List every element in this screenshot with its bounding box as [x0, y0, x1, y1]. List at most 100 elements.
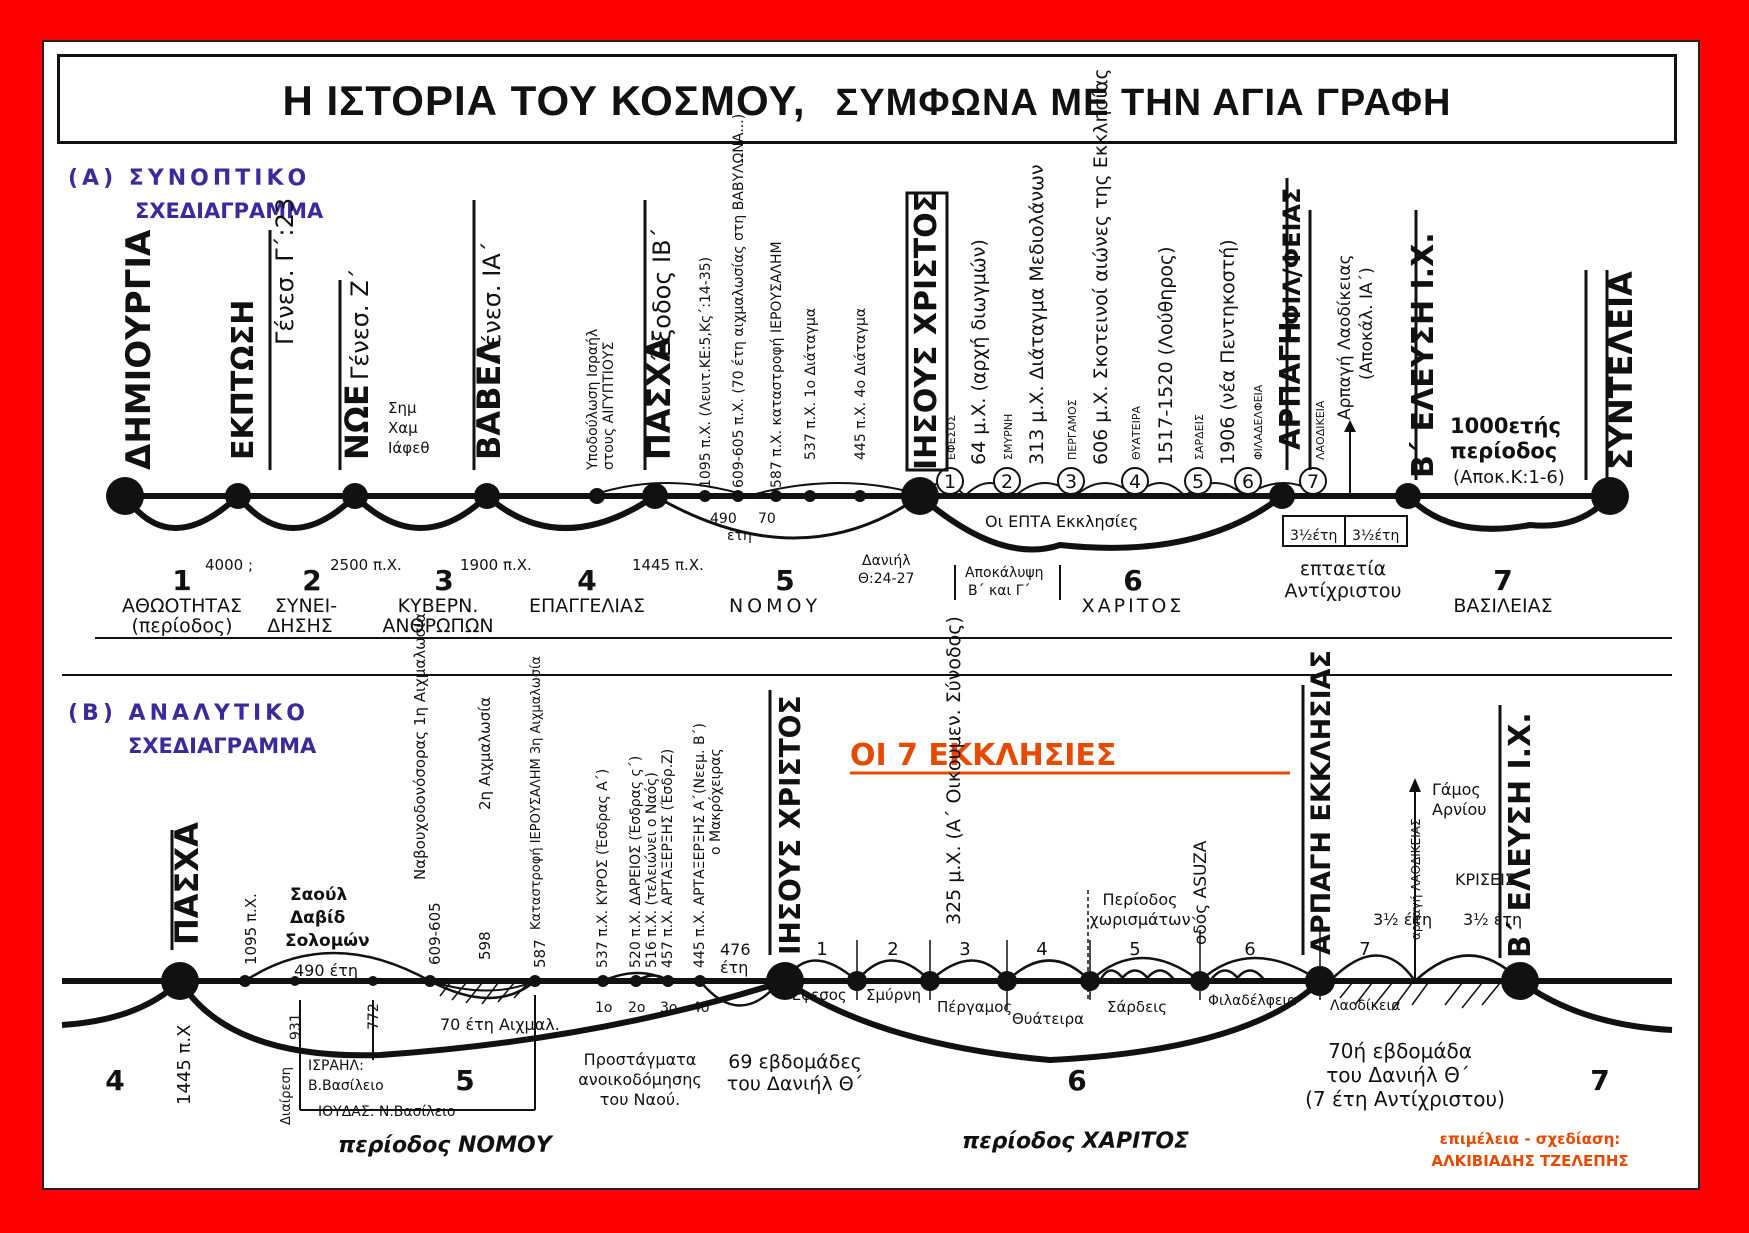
svg-text:5: 5 — [1192, 471, 1204, 493]
period-1-num: 1 — [172, 564, 191, 597]
b-church-num-4: 4 — [1036, 939, 1047, 960]
node-rapture — [1269, 483, 1295, 509]
node-slavery — [589, 488, 605, 504]
church-event-1517: 1517-1520 (Λούθηρος) — [1155, 246, 1177, 465]
node-b-457 — [662, 975, 674, 987]
b-931: 931 — [288, 1013, 304, 1040]
decrees-2: ανοικοδόμησης — [578, 1070, 701, 1089]
svg-text:3: 3 — [1065, 471, 1077, 493]
son-japheth: Ιάφεθ — [388, 439, 430, 457]
node-587 — [770, 490, 782, 502]
son-ham: Χαμ — [388, 419, 418, 437]
node-1095 — [699, 490, 711, 502]
event-separators-a — [268, 178, 1609, 480]
node-b-537 — [597, 975, 609, 987]
law-537: 537 π.Χ. 1ο Διάταγμα — [803, 308, 819, 460]
weeks69: 69 εβδομάδες του Δανιήλ Θ΄ — [727, 1051, 863, 1095]
label-3-5-years-1: 3½έτη — [1290, 528, 1337, 544]
event-babel: ΒΑΒΕΛ — [470, 340, 508, 460]
section-b-heading: (Β) ΑΝΑΛΥΤΙΚΟ — [68, 701, 309, 726]
rooms-1: Περίοδος — [1102, 890, 1177, 909]
date-1900: 1900 π.Χ. — [460, 556, 532, 574]
svg-text:7: 7 — [1307, 471, 1319, 493]
date-1445: 1445 π.Χ. — [632, 556, 704, 574]
svg-text:6: 6 — [1242, 471, 1254, 493]
event-fall-ref: Γένεσ. Γ΄:23 — [271, 198, 299, 345]
son-shem: Σημ — [388, 399, 417, 417]
events-a: ΔΗΜΙΟΥΡΓΙΑ ΕΚΠΤΩΣΗ Γένεσ. Γ΄:23 ΝΩΕ Γένε… — [119, 188, 1640, 478]
periods-a: 1 ΑΘΩΟΤΗΤΑΣ (περίοδος) 2 ΣΥΝΕΙ- ΔΗΣΗΣ 3 … — [122, 558, 1553, 637]
page-title: Η ΙΣΤΟΡΙΑ ΤΟΥ ΚΟΣΜΟΥ, ΣΥΜΦΩΝΑ ΜΕ ΤΗΝ ΑΓΙΑ… — [60, 77, 1674, 125]
node-jesus — [901, 477, 939, 515]
marriage: Γάμος Αρνίου ΚΡΙΣΕΙΣ — [1432, 780, 1515, 889]
revelation-1: Αποκάλυψη — [965, 565, 1044, 581]
church-ephesus-a: ΕΦΕΣΟΣ — [945, 415, 958, 460]
b-thyatira: Θυάτειρα — [1012, 1010, 1084, 1028]
b-church-num-1: 1 — [816, 939, 827, 960]
svg-text:1: 1 — [944, 471, 956, 493]
millennium-3: (Αποκ.Κ:1-6) — [1453, 467, 1565, 488]
b-70-years: 70 έτη Αιχμαλ. — [440, 1015, 560, 1034]
b-church-num-5: 5 — [1129, 939, 1140, 960]
noah-sons: Σημ Χαμ Ιάφεθ — [388, 399, 430, 457]
church-event-313: 313 μ.Χ. Διάταγμα Μεδιολάνων — [1026, 164, 1048, 465]
v-longimanus: ο Μακρόχειρας — [708, 748, 724, 855]
week70-2: του Δανιήλ Θ΄ — [1326, 1063, 1470, 1087]
node-second-coming — [1395, 483, 1421, 509]
small-labels-a: 490 έτη 70 Δανιήλ Θ:24-27 Οι ΕΠΤΑ Εκκλησ… — [710, 511, 1399, 587]
king-david: Δαβίδ — [290, 908, 345, 928]
period-nums-b: 4 5 6 7 — [105, 1064, 1609, 1097]
b-church-num-3: 3 — [959, 939, 970, 960]
title-main: Η ΙΣΤΟΡΙΑ ΤΟΥ ΚΟΣΜΟΥ, — [282, 77, 806, 124]
marriage-1: Γάμος — [1432, 780, 1481, 799]
node-babel — [474, 483, 500, 509]
node-b-445 — [694, 975, 706, 987]
node-b-609 — [424, 975, 436, 987]
king-saul: Σαούλ — [290, 885, 347, 905]
period-6-num: 6 — [1123, 564, 1142, 597]
date-4000: 4000 ; — [205, 556, 253, 574]
law-events-a: 1095 π.Χ. (Λευιτ.ΚΕ:5,Κς΄:14-35) 609-605… — [698, 114, 869, 488]
event-noah: ΝΩΕ — [338, 384, 376, 460]
title-sub: ΣΥΜΦΩΝΑ ΜΕ ΤΗΝ ΑΓΙΑ ΓΡΑΦΗ — [835, 82, 1452, 124]
v-516: 516 π.Χ. (τελειώνει ο Ναός) — [644, 772, 660, 968]
revelation-2: Β΄ και Γ΄ — [968, 583, 1031, 599]
b-church-num-7: 7 — [1359, 939, 1370, 960]
b-4th: 4ο — [692, 1000, 709, 1016]
marriage-2: Αρνίου — [1432, 800, 1487, 819]
b-sardis: Σάρδεις — [1107, 998, 1167, 1016]
church-event-64: 64 μ.Χ. (αρχή διωγμών) — [968, 239, 990, 465]
date-2500: 2500 π.Χ. — [330, 556, 402, 574]
b-period-6: 6 — [1067, 1064, 1086, 1097]
b-laodicea: Λαοδίκεια — [1330, 998, 1400, 1014]
node-b-931 — [290, 976, 300, 986]
period-1-l1: ΑΘΩΟΤΗΤΑΣ — [122, 595, 242, 617]
weeks69-1: 69 εβδομάδες — [728, 1051, 862, 1073]
b-3-5-years-2: 3½ έτη — [1463, 910, 1522, 929]
rooms-period: Περίοδος χωρισμάτων — [1089, 890, 1190, 929]
period-4-l1: ΕΠΑΓΓΕΛΙΑΣ — [529, 595, 645, 617]
events-b: ΠΑΣΧΑ ΙΗΣΟΥΣ ΧΡΙΣΤΟΣ ΑΡΠΑΓΗ ΕΚΚΛΗΣΙΑΣ Β΄… — [168, 650, 1538, 958]
decrees-3: του Ναού. — [600, 1090, 680, 1109]
church-events-a: 64 μ.Χ. (αρχή διωγμών) 313 μ.Χ. Διάταγμα… — [968, 68, 1239, 465]
period-2-l1: ΣΥΝΕΙ- — [275, 595, 337, 617]
label-490: 490 — [710, 511, 737, 527]
church-thyatira-a: ΘΥΑΤΕΙΡΑ — [1130, 406, 1143, 460]
law-609: 609-605 π.Χ. (70 έτη αιχμαλωσίας στη ΒΑΒ… — [731, 114, 747, 488]
node-537 — [804, 490, 816, 502]
period-grace-caption: περίοδος ΧΑΡΙΤΟΣ — [962, 1129, 1189, 1154]
node-passover — [642, 483, 668, 509]
event-separators-b — [170, 685, 1502, 958]
event-b-second-coming: Β΄ ΕΛΕΥΣΗ Ι.Χ. — [1503, 712, 1538, 958]
period-4-num: 4 — [577, 564, 596, 597]
millennium-2: περίοδος — [1450, 439, 1557, 463]
seven-churches-heading: ΟΙ 7 ΕΚΚΛΗΣΙΕΣ — [850, 738, 1116, 773]
credit-1: επιμέλεια - σχεδίαση: — [1440, 1130, 1621, 1148]
section-a-heading: (Α) ΣΥΝΟΠΤΙΚΟ — [68, 166, 310, 191]
event-b-jesus: ΙΗΣΟΥΣ ΧΡΙΣΤΟΣ — [774, 695, 807, 955]
event-exodus-ref: Έξοδος ΙΒ΄ — [648, 227, 676, 361]
church-smyrna-a: ΣΜΥΡΝΗ — [1002, 414, 1015, 460]
event-second-coming: Β΄ ΕΛΕΥΣΗ Ι.Χ. — [1406, 232, 1441, 478]
israel-slavery-2: στους ΑΙΓΥΠΤΙΟΥΣ — [601, 342, 617, 470]
